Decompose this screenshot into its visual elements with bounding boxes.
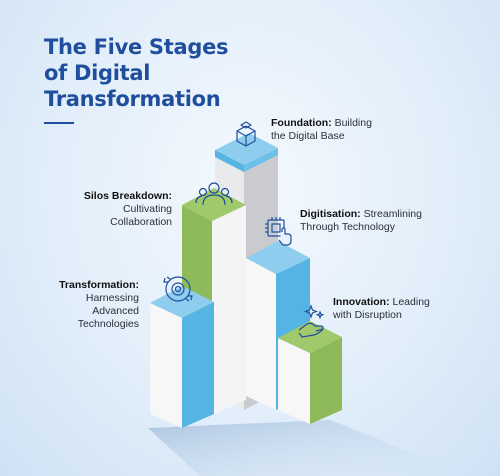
stage-desc-line-1: Building — [334, 117, 372, 129]
stage-name: Silos Breakdown: — [83, 190, 172, 202]
stage-name: Digitisation: — [300, 208, 361, 220]
stage-innovation: Innovation: Leading with Disruption — [333, 296, 430, 322]
title-line-3: Transformation — [44, 87, 221, 111]
stage-desc-line-1: Cultivating — [122, 203, 172, 215]
stage-name: Transformation: — [59, 279, 139, 291]
column-transformation — [150, 286, 214, 428]
title-line-2: of Digital — [44, 61, 151, 85]
stage-transformation: Transformation: Harnessing Advanced Tech… — [36, 279, 139, 331]
stage-desc-line-2: with Disruption — [333, 309, 402, 321]
stage-name: Foundation: — [271, 117, 332, 129]
column-innovation — [278, 321, 342, 424]
cube-blocks-icon — [236, 121, 256, 147]
stage-foundation: Foundation: Building the Digital Base — [271, 117, 372, 143]
stage-desc-line-2: Advanced — [92, 305, 139, 317]
title-underline — [44, 122, 74, 124]
stage-desc-line-1: Streamlining — [363, 208, 422, 220]
chip-touch-icon — [265, 217, 292, 246]
page-title: The Five Stages of Digital Transformatio… — [44, 34, 229, 112]
stage-desc-line-3: Technologies — [77, 318, 139, 330]
hand-sparkle-icon — [298, 304, 325, 338]
stage-digitisation: Digitisation: Streamlining Through Techn… — [300, 208, 422, 234]
stage-desc-line-2: Collaboration — [110, 216, 172, 228]
title-line-1: The Five Stages — [44, 35, 229, 59]
stage-desc-line-2: the Digital Base — [271, 130, 345, 142]
stage-desc-line-2: Through Technology — [300, 221, 395, 233]
stage-desc-line-1: Harnessing — [85, 292, 139, 304]
gear-cycle-icon — [163, 276, 193, 302]
stage-desc-line-1: Leading — [392, 296, 430, 308]
stage-silos-breakdown: Silos Breakdown: Cultivating Collaborati… — [62, 190, 172, 229]
stage-name: Innovation: — [333, 296, 390, 308]
team-people-icon — [195, 182, 233, 206]
floor-shadow — [148, 420, 470, 476]
